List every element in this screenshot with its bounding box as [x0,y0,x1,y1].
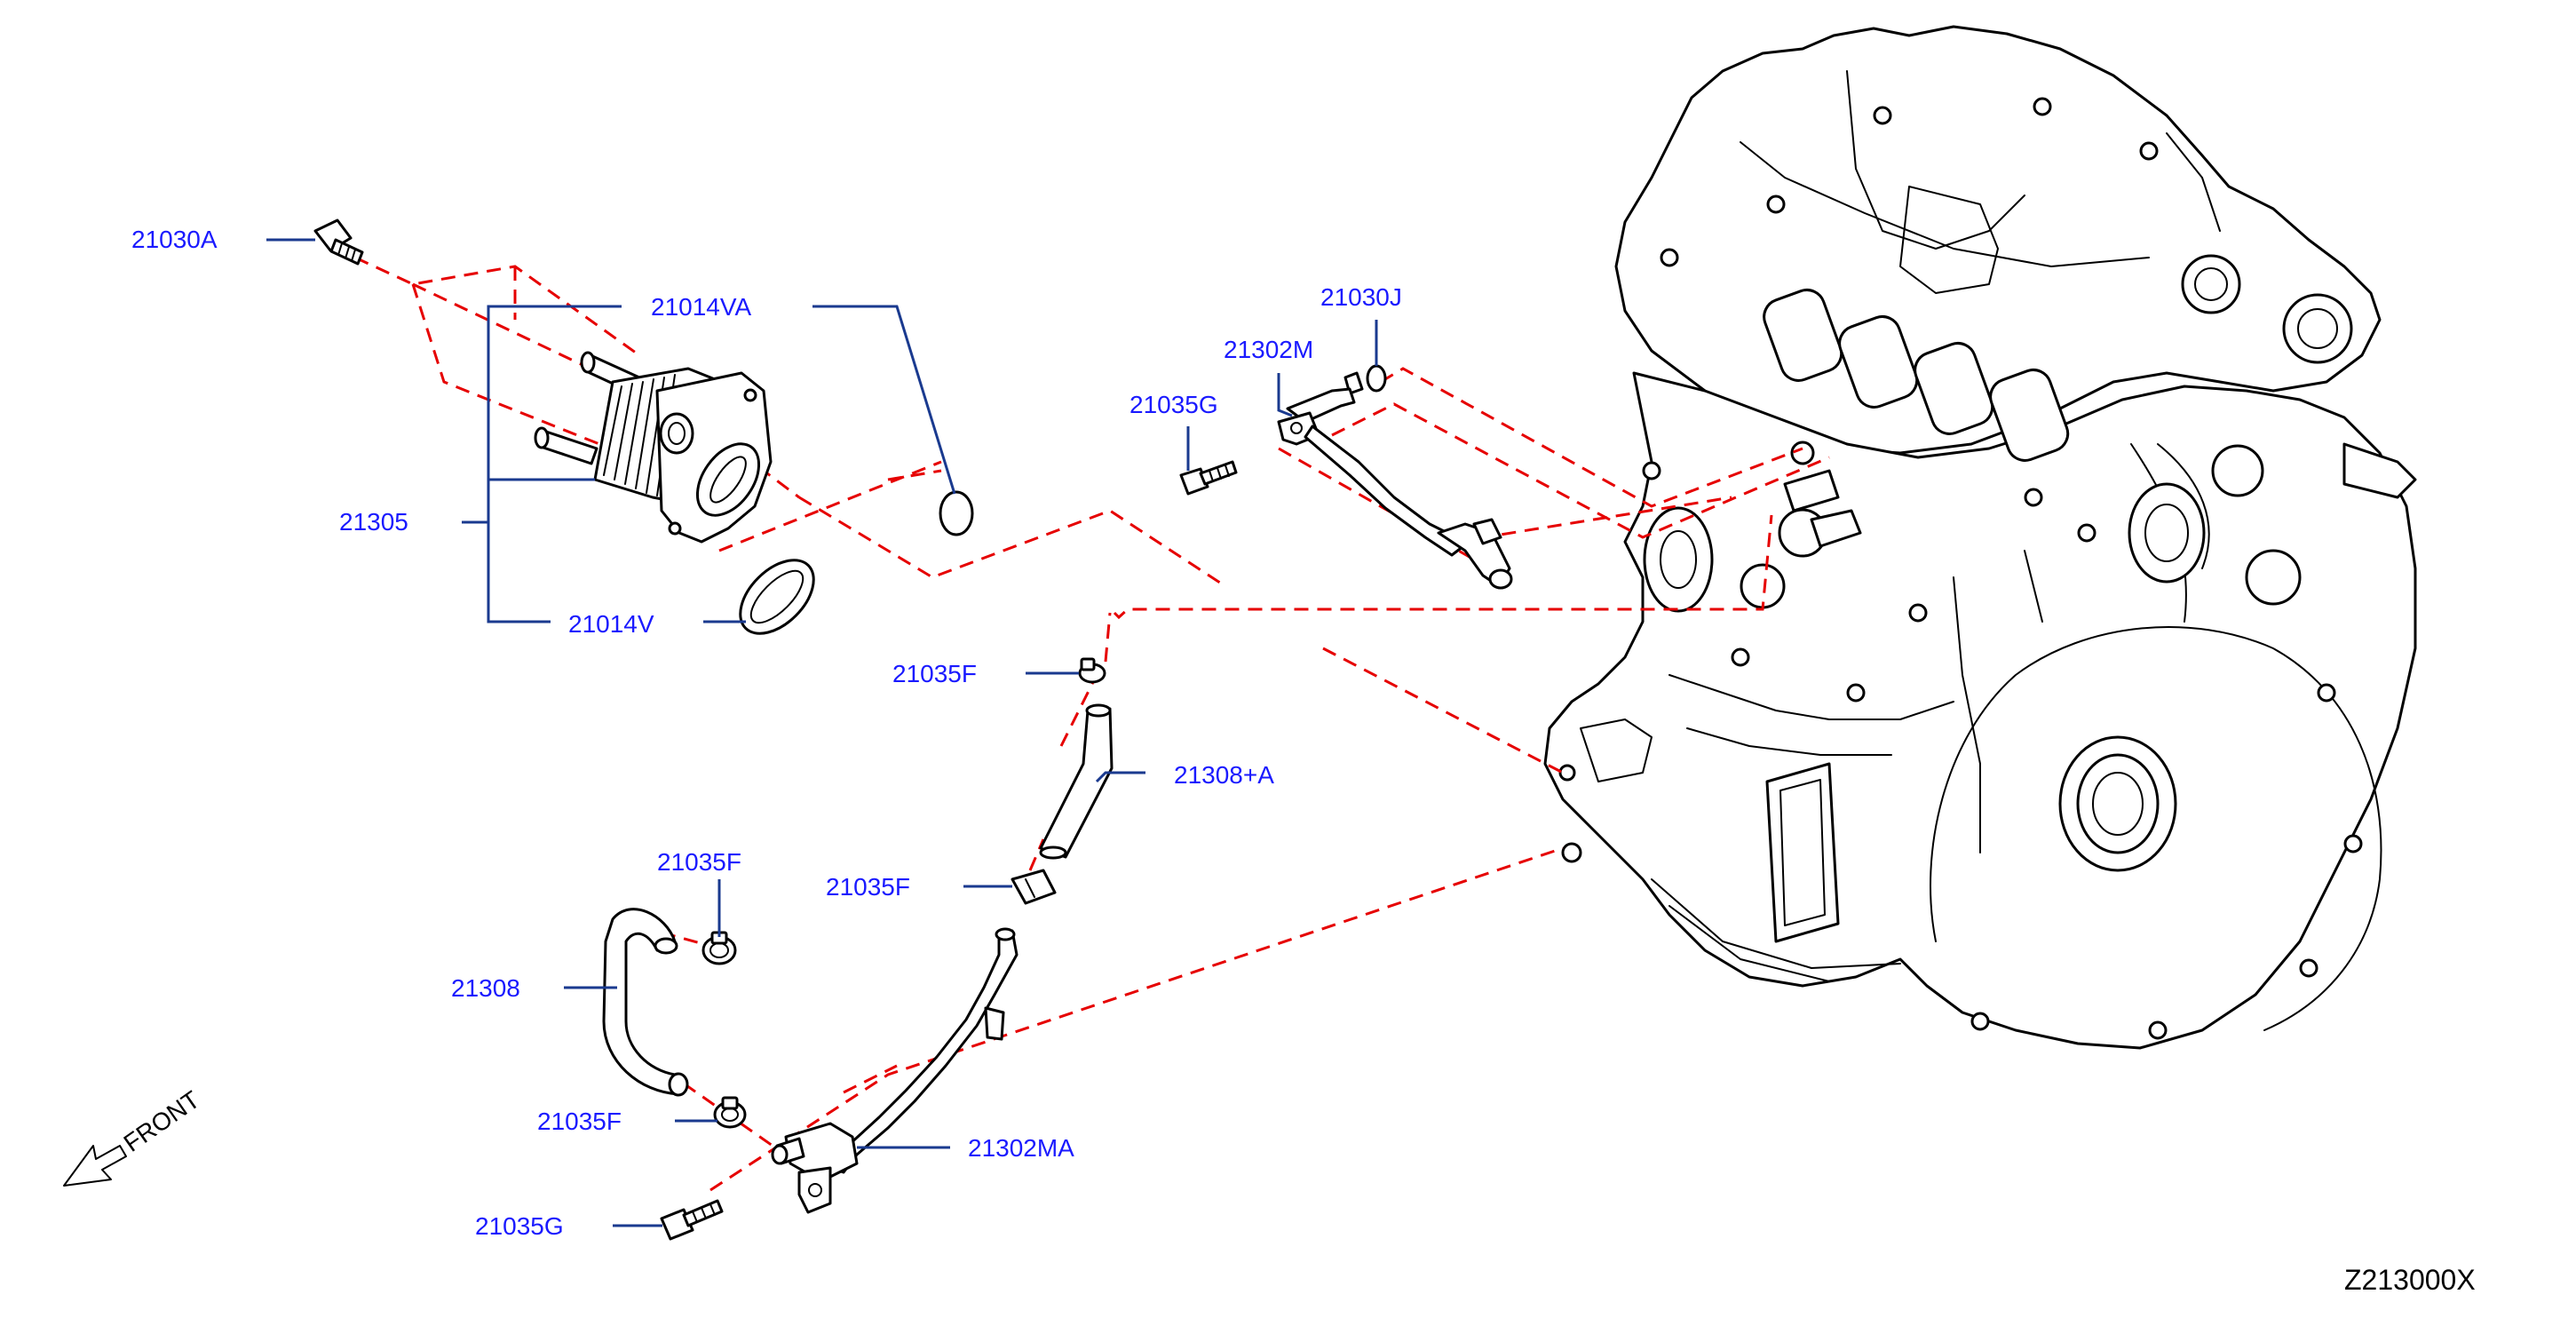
callout-21035f-upper: 21035F [892,660,977,687]
hose-21308a-part [1039,703,1114,860]
bolt-21035g-upper-part [1179,460,1238,496]
callout-21302ma: 21302MA [968,1134,1074,1162]
hose-21308-part [602,908,689,1097]
clamp-21035f-upper-part [1078,657,1106,684]
leader-lines [266,238,1378,1227]
callout-21035f-mid: 21035F [826,873,910,901]
o-ring-21014va-part [939,490,974,536]
front-label: FRONT [119,1085,205,1157]
callout-21014v: 21014V [568,610,654,638]
callout-21030a: 21030A [131,226,218,253]
callout-21014va: 21014VA [651,293,751,321]
callout-21308: 21308 [451,974,520,1002]
clamp-21035f-left-part [701,931,737,965]
bolt-21035g-lower-part [660,1199,724,1241]
callout-21035g-lower: 21035G [475,1212,564,1240]
callout-21302m: 21302M [1224,336,1313,363]
bolt-21030a-part [313,218,364,266]
callout-21035f-lower: 21035F [537,1108,622,1135]
callout-21308a: 21308+A [1174,761,1274,789]
callout-21035g-upper: 21035G [1129,391,1218,418]
engine-assembly [1543,25,2417,1050]
callout-21035f-left: 21035F [657,848,741,876]
water-pipe-21302ma-part [771,927,1019,1214]
clamp-21035f-mid-part [1011,869,1057,905]
callout-21030j: 21030J [1320,283,1402,311]
front-arrow-icon [63,1145,127,1187]
oil-cooler-part [534,351,773,544]
callout-labels: 21030A 21014VA 21305 21014V 21030J 21302… [131,226,1402,1240]
oval-gasket-21014v-part [739,559,815,635]
diagram-code: Z213000X [2344,1264,2476,1296]
water-pipe-21302m-part [1277,371,1513,590]
callout-21305: 21305 [339,508,408,536]
clamp-21035f-lower-part [713,1096,747,1129]
o-ring-21030j-part [1366,364,1387,393]
front-direction-indicator: FRONT [63,1085,205,1187]
